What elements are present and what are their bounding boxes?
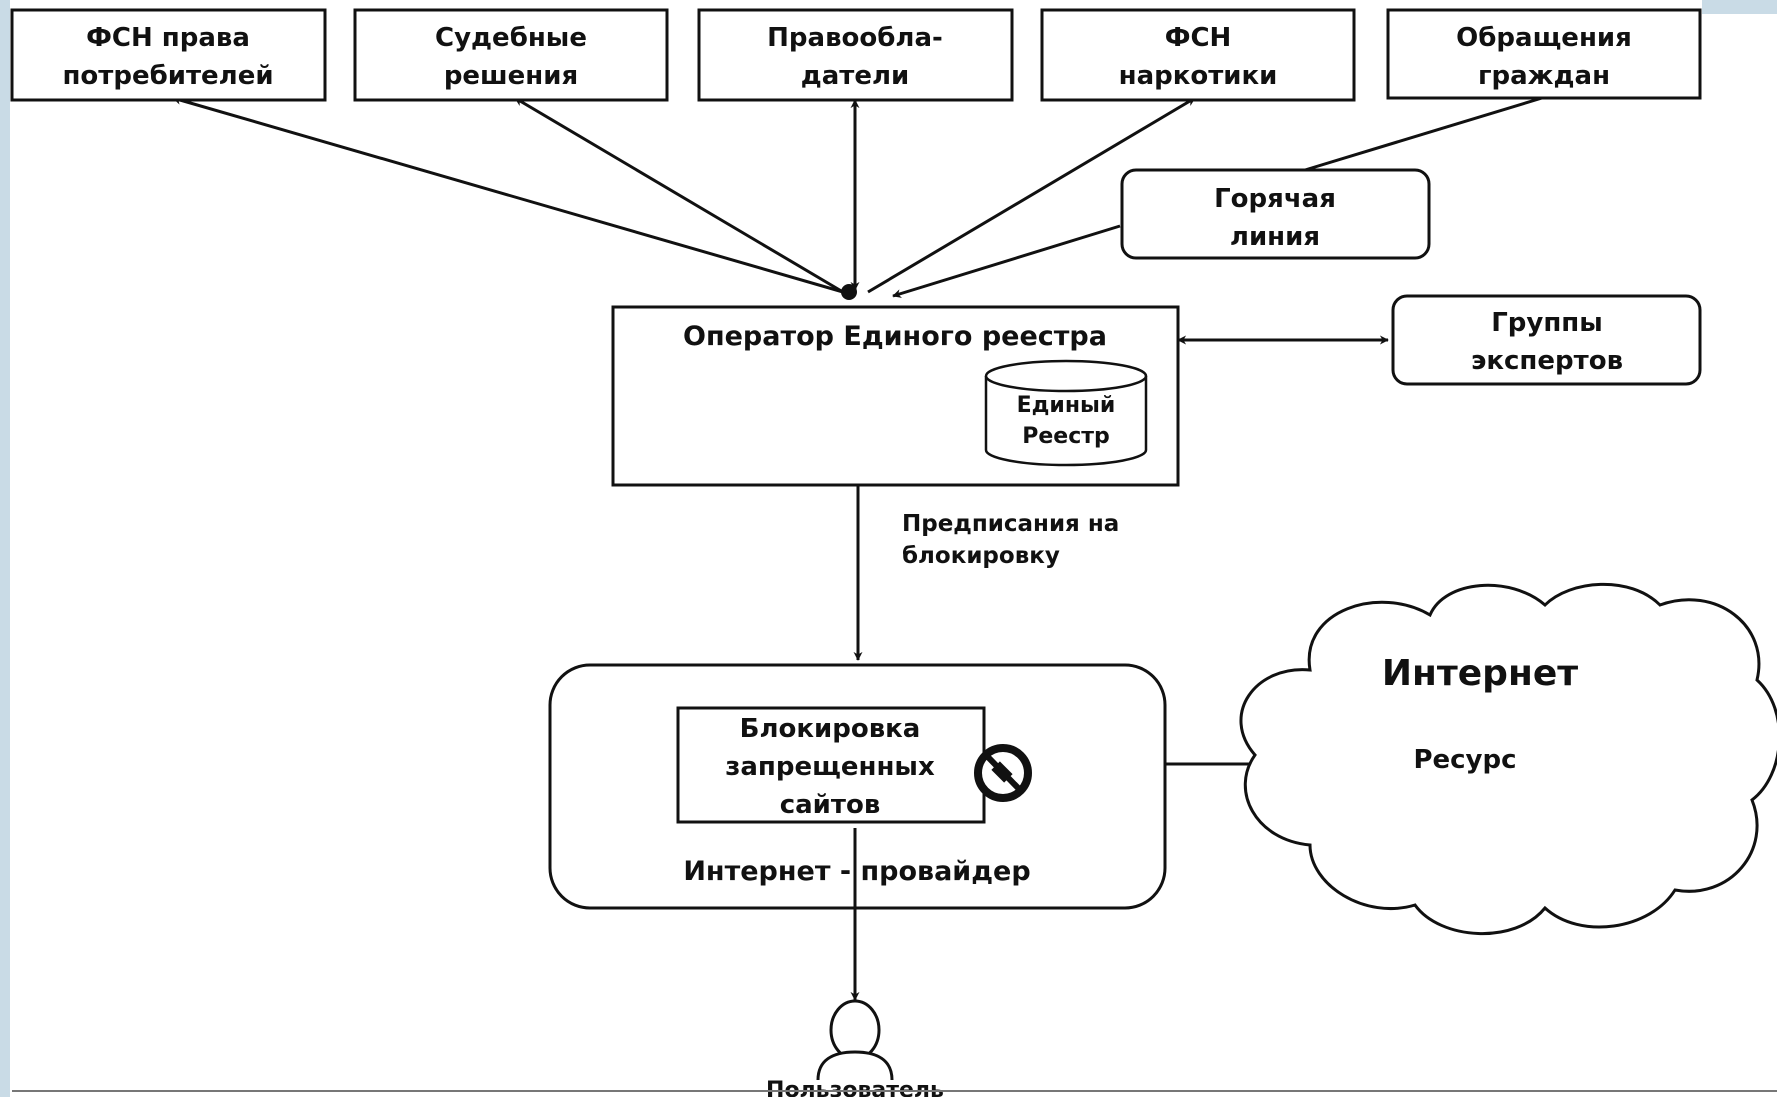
source-consumer-rights: ФСН права потребителей	[10, 8, 327, 102]
experts-box: Группы экспертов	[1391, 294, 1702, 386]
cloud-icon: Интернет Ресурс	[1239, 582, 1777, 936]
line-citizens-to-hotline	[1304, 96, 1543, 172]
source-citizen-appeals: Обращения граждан	[1386, 8, 1702, 100]
blocking-box: Блокировка запрещенных сайтов	[676, 706, 986, 824]
source-court-decisions-line2: решения	[444, 61, 578, 91]
source-citizen-appeals-line1: Обращения	[1456, 23, 1632, 53]
source-consumer-rights-line1: ФСН права	[86, 23, 250, 53]
arrow-to-court-decisions	[514, 96, 844, 294]
source-rightholders-line1: Правообла-	[767, 23, 943, 53]
source-rightholders-line2: датели	[801, 61, 910, 91]
experts-line2: экспертов	[1471, 346, 1623, 376]
blocking-line3: сайтов	[780, 790, 881, 820]
internet-title: Интернет	[1382, 653, 1578, 694]
source-court-decisions: Судебные решения	[353, 8, 669, 102]
source-drug-control-line2: наркотики	[1119, 61, 1278, 91]
registry-line2: Реестр	[1022, 424, 1110, 449]
operator-title: Оператор Единого реестра	[683, 321, 1107, 352]
left-frame-accent	[0, 0, 10, 1097]
database-icon: Единый Реестр	[984, 359, 1148, 467]
experts-line1: Группы	[1491, 308, 1603, 338]
source-rightholders: Правообла- датели	[697, 8, 1014, 102]
user-icon	[816, 999, 894, 1081]
source-drug-control-line1: ФСН	[1165, 23, 1232, 53]
source-court-decisions-line1: Судебные	[435, 23, 587, 53]
hotline-line2: линия	[1230, 222, 1320, 252]
arrow-hotline-to-operator	[892, 224, 1121, 298]
resource-label: Ресурс	[1413, 745, 1516, 775]
arrow-to-consumer-rights	[172, 95, 844, 294]
source-consumer-rights-line2: потребителей	[62, 61, 273, 91]
blocking-line1: Блокировка	[740, 714, 921, 744]
connectors	[172, 95, 1543, 1001]
blocking-line2: запрещенных	[725, 752, 935, 782]
user-label: Пользователь	[766, 1078, 944, 1097]
hotline-box: Горячая линия	[1120, 168, 1431, 260]
prohibited-icon	[974, 744, 1032, 802]
hotline-line1: Горячая	[1214, 184, 1336, 214]
source-drug-control: ФСН наркотики	[1040, 8, 1356, 102]
registry-line1: Единый	[1017, 393, 1116, 418]
arrow-convergence-point	[841, 284, 857, 300]
source-citizen-appeals-line2: граждан	[1478, 61, 1610, 91]
arrow-to-drug-control	[867, 96, 1196, 294]
top-right-frame-accent	[1702, 0, 1777, 14]
orders-label-line1: Предписания на	[902, 511, 1119, 537]
orders-label-line2: блокировку	[902, 543, 1060, 569]
provider-label: Интернет - провайдер	[683, 856, 1030, 887]
